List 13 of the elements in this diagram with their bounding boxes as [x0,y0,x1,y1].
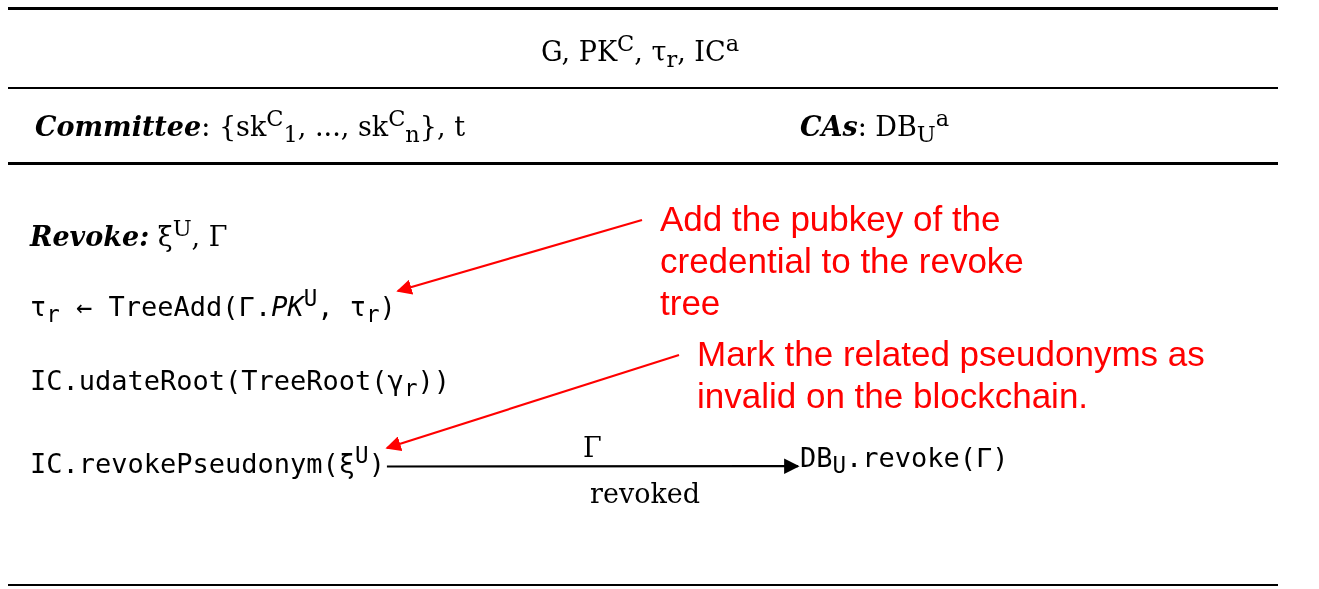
arrow-caption: revoked [590,478,701,509]
code-line: DB$_{U}$.revoke(Γ) [800,442,1009,479]
annotation-text: Add the pubkey of the credential to the revoke tree [660,198,1090,324]
code-line: IC.revokePseudonym(ξ$^{U}$) [30,442,385,479]
leader-arrow [385,353,680,452]
step-heading: Revoke: ξ$^{U}$, Γ [30,215,228,252]
annotation-text: Mark the related pseudonyms as invalid on the blockchain. [697,333,1297,417]
committee-text: Committee: {sk$^{C}$$_{1}$, ..., sk$^{C}$$_{n}$}, t [35,105,466,148]
leader-arrow [396,218,643,295]
leader-arrow [386,458,800,474]
code-line: IC.udateRoot(TreeRoot(γ$_{r}$)) [30,365,450,402]
parameter-list: G, PK$^{C}$, τ$_{r}$, IC$^{a}$ [541,30,740,73]
code-line: τ$_{r}$ ← TreeAdd(Γ.PK$^{U}$, τ$_{r}$) [30,285,396,328]
